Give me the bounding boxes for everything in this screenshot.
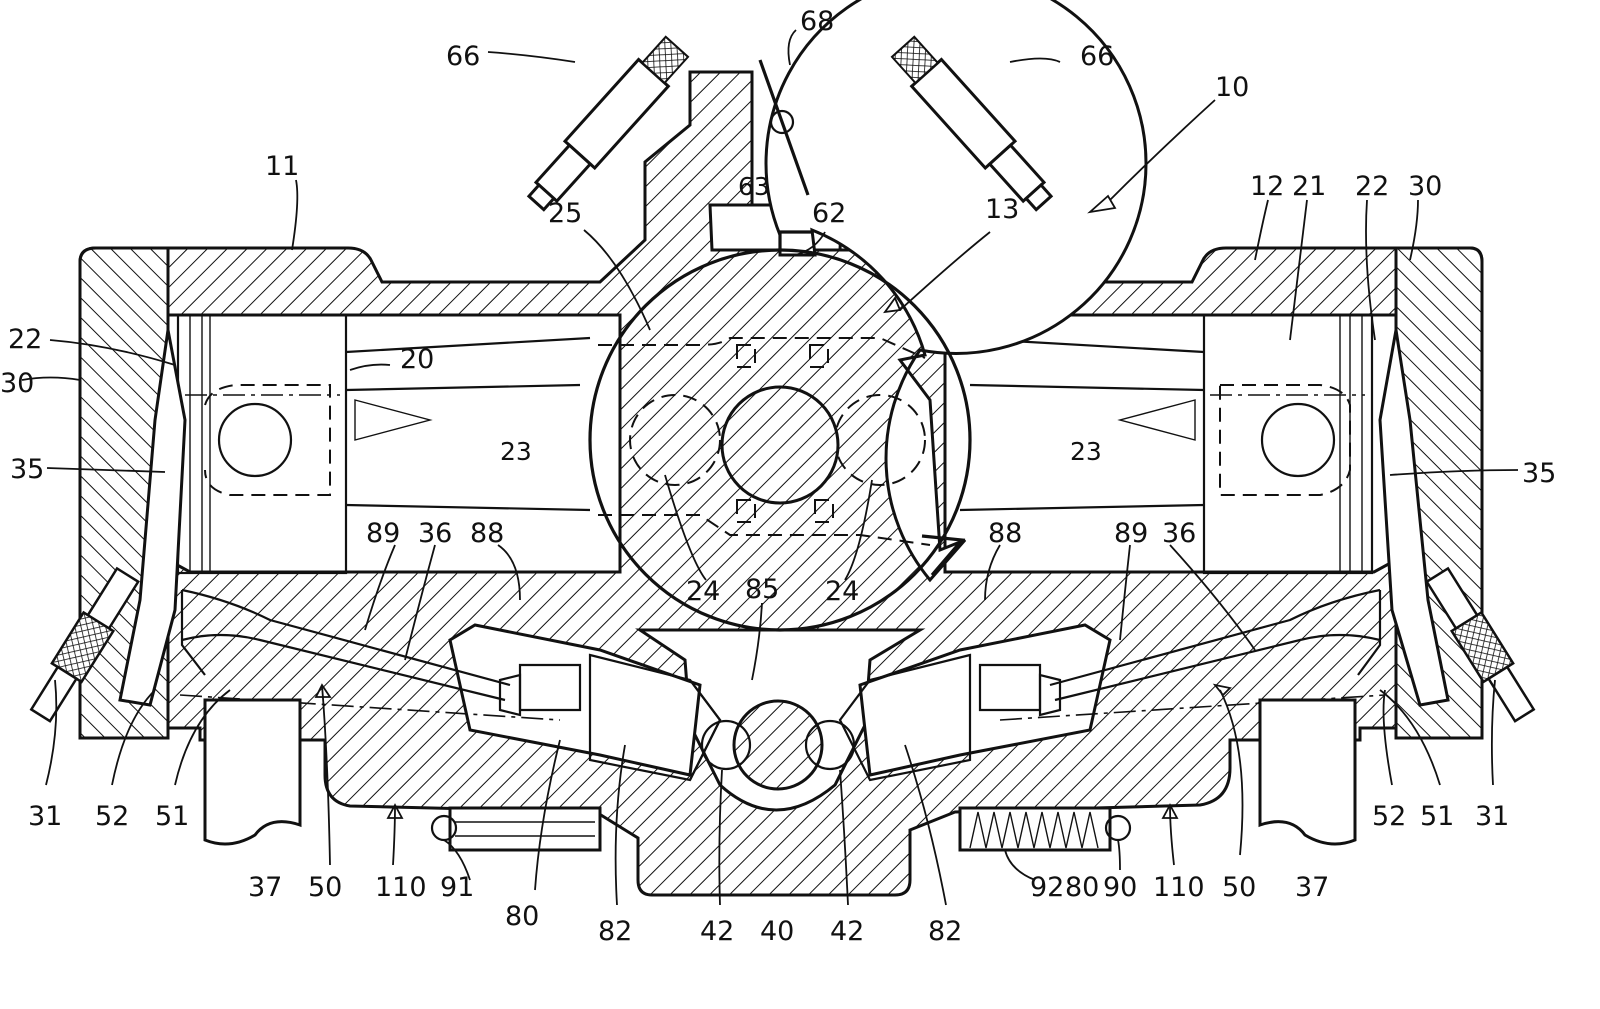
label-92: 92: [1030, 872, 1064, 903]
label-80-left: 80: [505, 901, 539, 932]
left-exhaust-port: [205, 700, 300, 844]
label-52-right: 52: [1372, 801, 1406, 832]
label-50-left: 50: [308, 872, 342, 903]
label-110-left: 110: [375, 872, 427, 903]
label-12: 12: [1250, 171, 1284, 202]
label-85: 85: [745, 574, 779, 605]
right-spring-cartridge: [960, 808, 1130, 850]
label-68: 68: [800, 6, 834, 37]
label-35-right: 35: [1522, 458, 1556, 489]
label-91: 91: [440, 872, 474, 903]
right-exhaust-port: [1260, 700, 1355, 844]
label-30-left: 30: [0, 368, 34, 399]
label-62: 62: [812, 198, 846, 229]
label-36-right: 36: [1162, 518, 1196, 549]
label-42-right: 42: [830, 916, 864, 947]
label-31-right: 31: [1475, 801, 1509, 832]
label-21: 21: [1292, 171, 1326, 202]
label-66-left: 66: [446, 41, 480, 72]
label-51-left: 51: [155, 801, 189, 832]
label-66-right: 66: [1080, 41, 1114, 72]
label-82-right: 82: [928, 916, 962, 947]
label-25: 25: [548, 198, 582, 229]
label-31-left: 31: [28, 801, 62, 832]
label-24-right: 24: [825, 576, 859, 607]
label-35-left: 35: [10, 454, 44, 485]
label-23-left: 23: [500, 437, 532, 466]
label-23-right: 23: [1070, 437, 1102, 466]
label-82-left: 82: [598, 916, 632, 947]
label-89-right: 89: [1114, 518, 1148, 549]
label-20: 20: [400, 344, 434, 375]
label-63: 63: [738, 172, 770, 201]
label-80-right: 80: [1065, 872, 1099, 903]
label-88-left: 88: [470, 518, 504, 549]
label-42-left: 42: [700, 916, 734, 947]
label-110-right: 110: [1153, 872, 1205, 903]
label-89-left: 89: [366, 518, 400, 549]
crankshaft: [722, 387, 838, 503]
label-51-right: 51: [1420, 801, 1454, 832]
label-50-right: 50: [1222, 872, 1256, 903]
label-11: 11: [265, 151, 299, 182]
label-24-left: 24: [686, 576, 720, 607]
label-13: 13: [985, 194, 1019, 225]
label-22-left: 22: [8, 324, 42, 355]
label-40: 40: [760, 916, 794, 947]
label-10: 10: [1215, 72, 1249, 103]
label-37-right: 37: [1295, 872, 1329, 903]
left-spring-cartridge: [432, 808, 600, 850]
label-37-left: 37: [248, 872, 282, 903]
label-88-right: 88: [988, 518, 1022, 549]
label-90: 90: [1103, 872, 1137, 903]
label-22-right: 22: [1355, 171, 1389, 202]
label-52-left: 52: [95, 801, 129, 832]
label-30-right: 30: [1408, 171, 1442, 202]
label-36-left: 36: [418, 518, 452, 549]
